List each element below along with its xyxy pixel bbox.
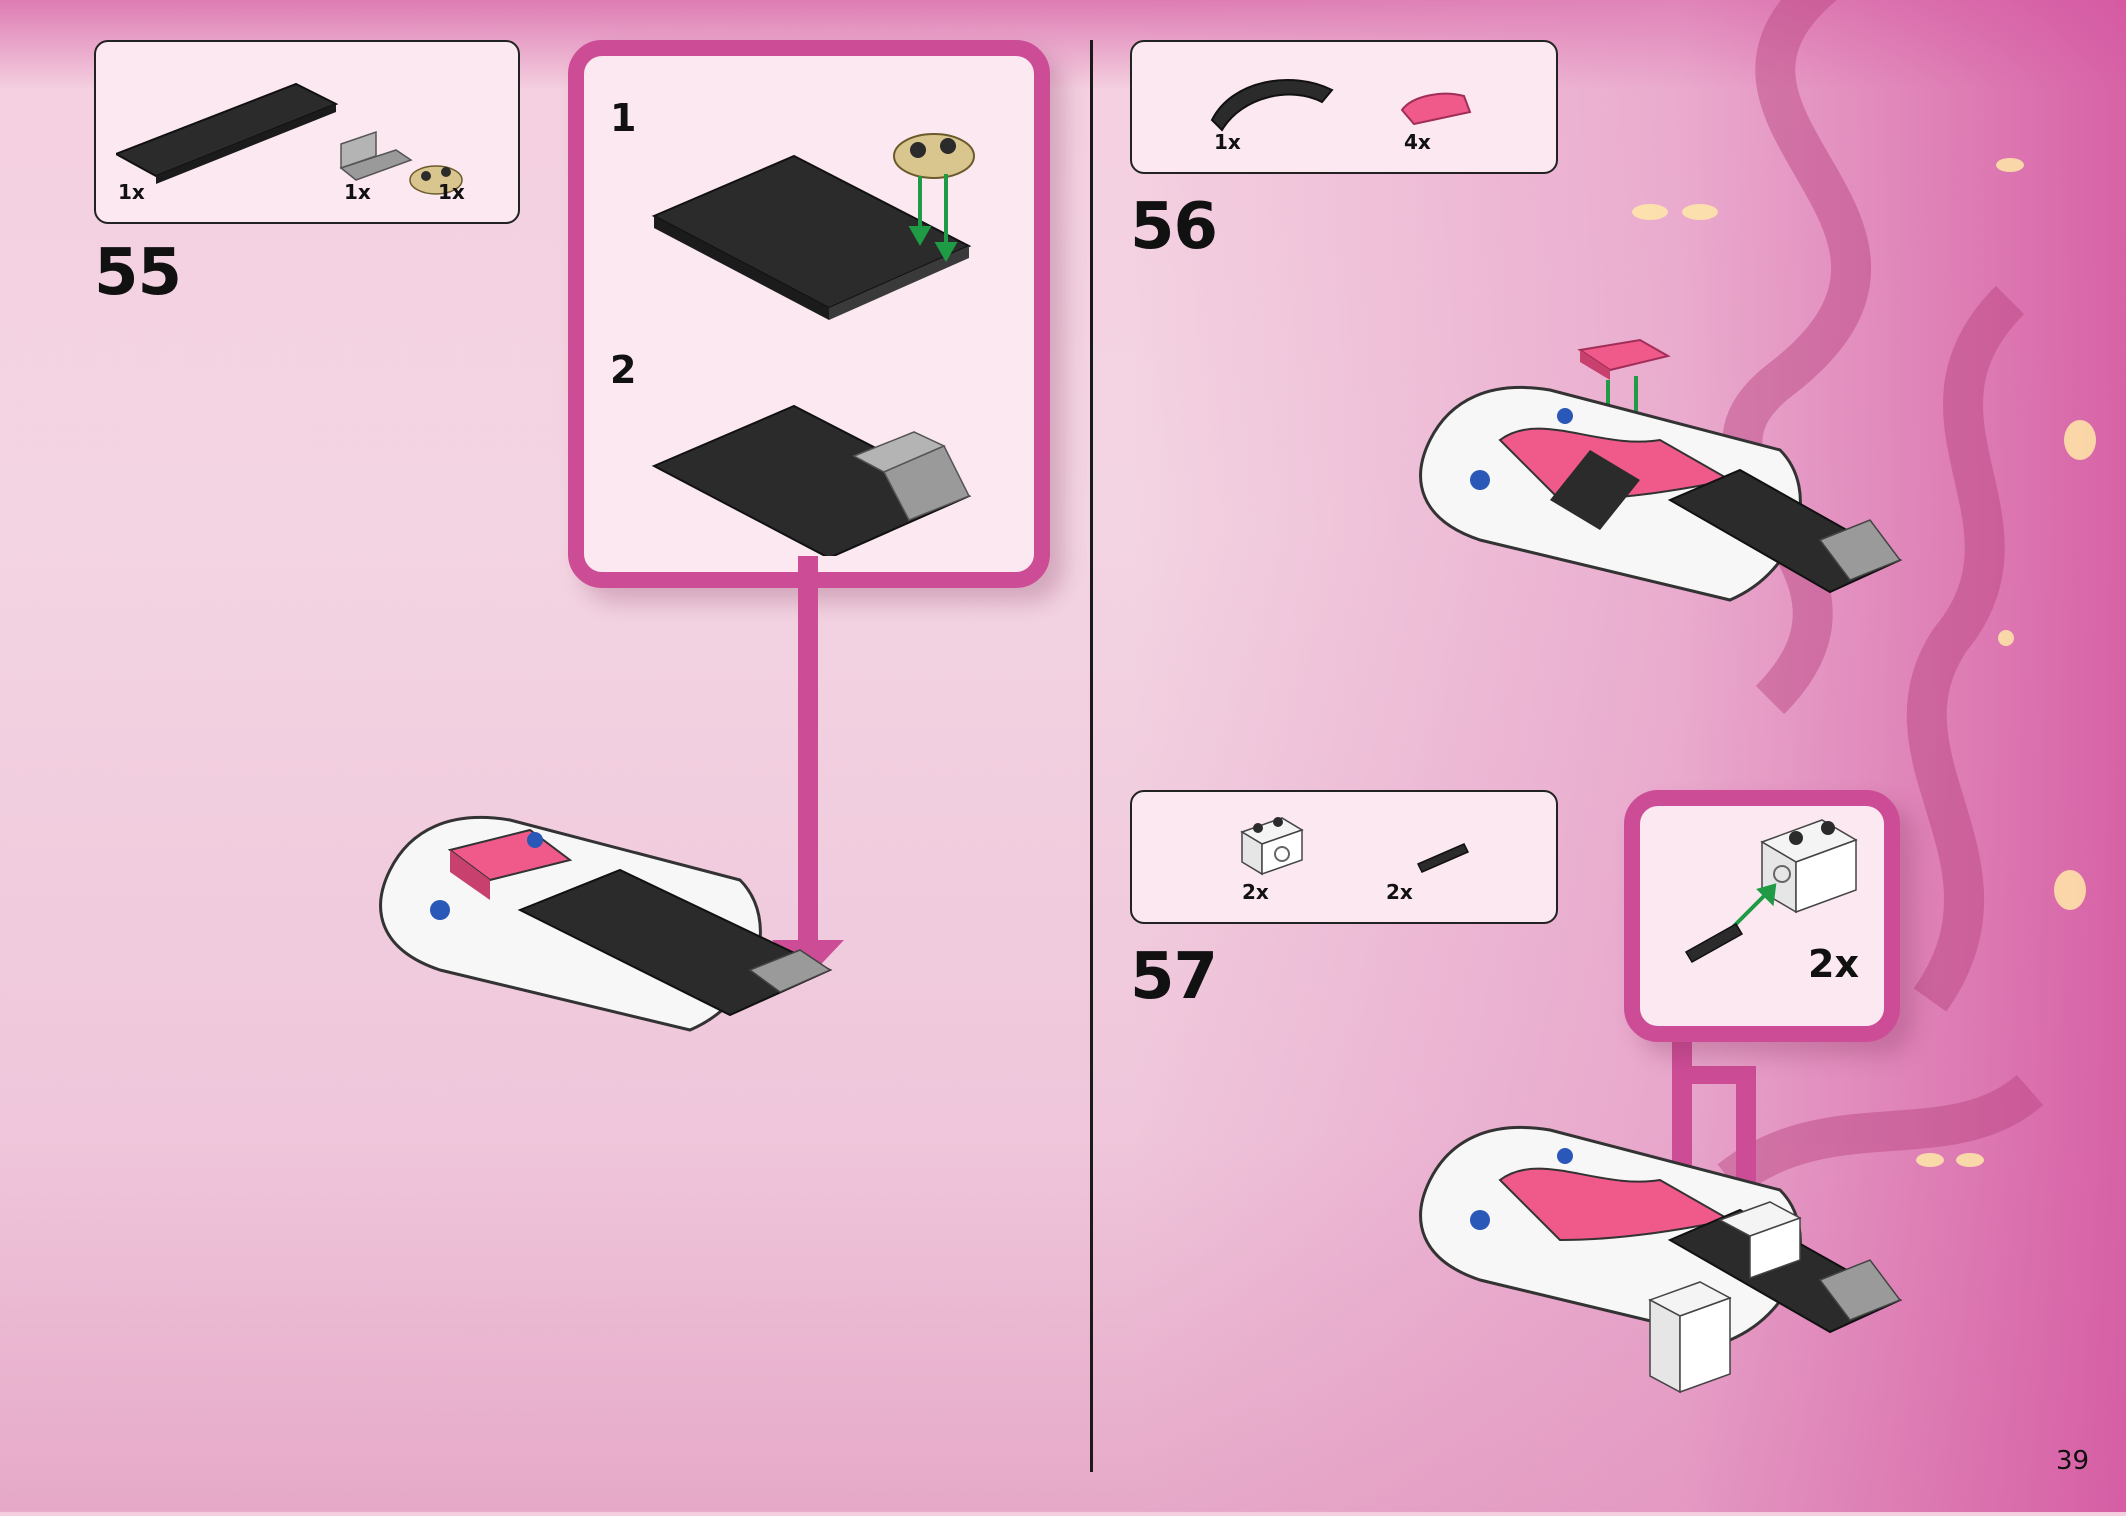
page-divider: [1090, 40, 1093, 1472]
green-arrow-icon: [1728, 883, 1777, 932]
part-qty: 1x: [438, 180, 465, 204]
tan-plate-1x2-rounded-icon: [893, 133, 975, 179]
part-qty: 1x: [1214, 130, 1241, 154]
white-technic-brick-icon: [1240, 817, 1304, 876]
step-number: 55: [94, 236, 182, 310]
step55-subassembly-callout: 1 2: [568, 40, 1050, 588]
part-qty: 1x: [118, 180, 145, 204]
grey-bracket-icon: [339, 130, 413, 181]
pink-curved-slope-icon: [1400, 92, 1472, 126]
step-number: 56: [1130, 190, 1218, 264]
white-technic-brick-icon: [1760, 819, 1858, 914]
substep-number: 1: [610, 96, 637, 140]
part-qty: 4x: [1404, 130, 1431, 154]
green-arrow-icon: [908, 174, 958, 263]
black-plate-2x8-icon: [651, 154, 972, 320]
black-technic-pin-icon: [1684, 922, 1744, 964]
assembled-plate-icon: [651, 404, 972, 556]
step57-parts-box: 2x 2x: [1130, 790, 1558, 924]
boat-model-step57-icon: [1419, 1125, 1903, 1394]
page-number: 39: [2056, 1446, 2090, 1476]
pink-curved-slope-icon: [1577, 338, 1671, 380]
boat-model-step56-icon: [1419, 338, 1903, 602]
step57-subassembly-callout: 2x: [1624, 790, 1900, 1042]
step55-parts-box: 1x 1x 1x: [94, 40, 520, 224]
boat-model-step55-icon: [379, 815, 833, 1032]
part-qty: 1x: [344, 180, 371, 204]
black-technic-pin-icon: [1416, 843, 1470, 873]
black-curved-slope-icon: [1210, 79, 1334, 132]
tan-plate-1x2-rounded-icon: [409, 165, 463, 195]
part-qty: 2x: [1386, 880, 1413, 904]
part-qty: 2x: [1242, 880, 1269, 904]
black-plate-2x8-icon: [116, 82, 339, 184]
step56-parts-box: 1x 4x: [1130, 40, 1558, 174]
white-technic-brick-icon: [1648, 1201, 1802, 1394]
callout-qty: 2x: [1808, 942, 1859, 986]
step-number: 57: [1130, 940, 1218, 1014]
substep-number: 2: [610, 348, 637, 392]
